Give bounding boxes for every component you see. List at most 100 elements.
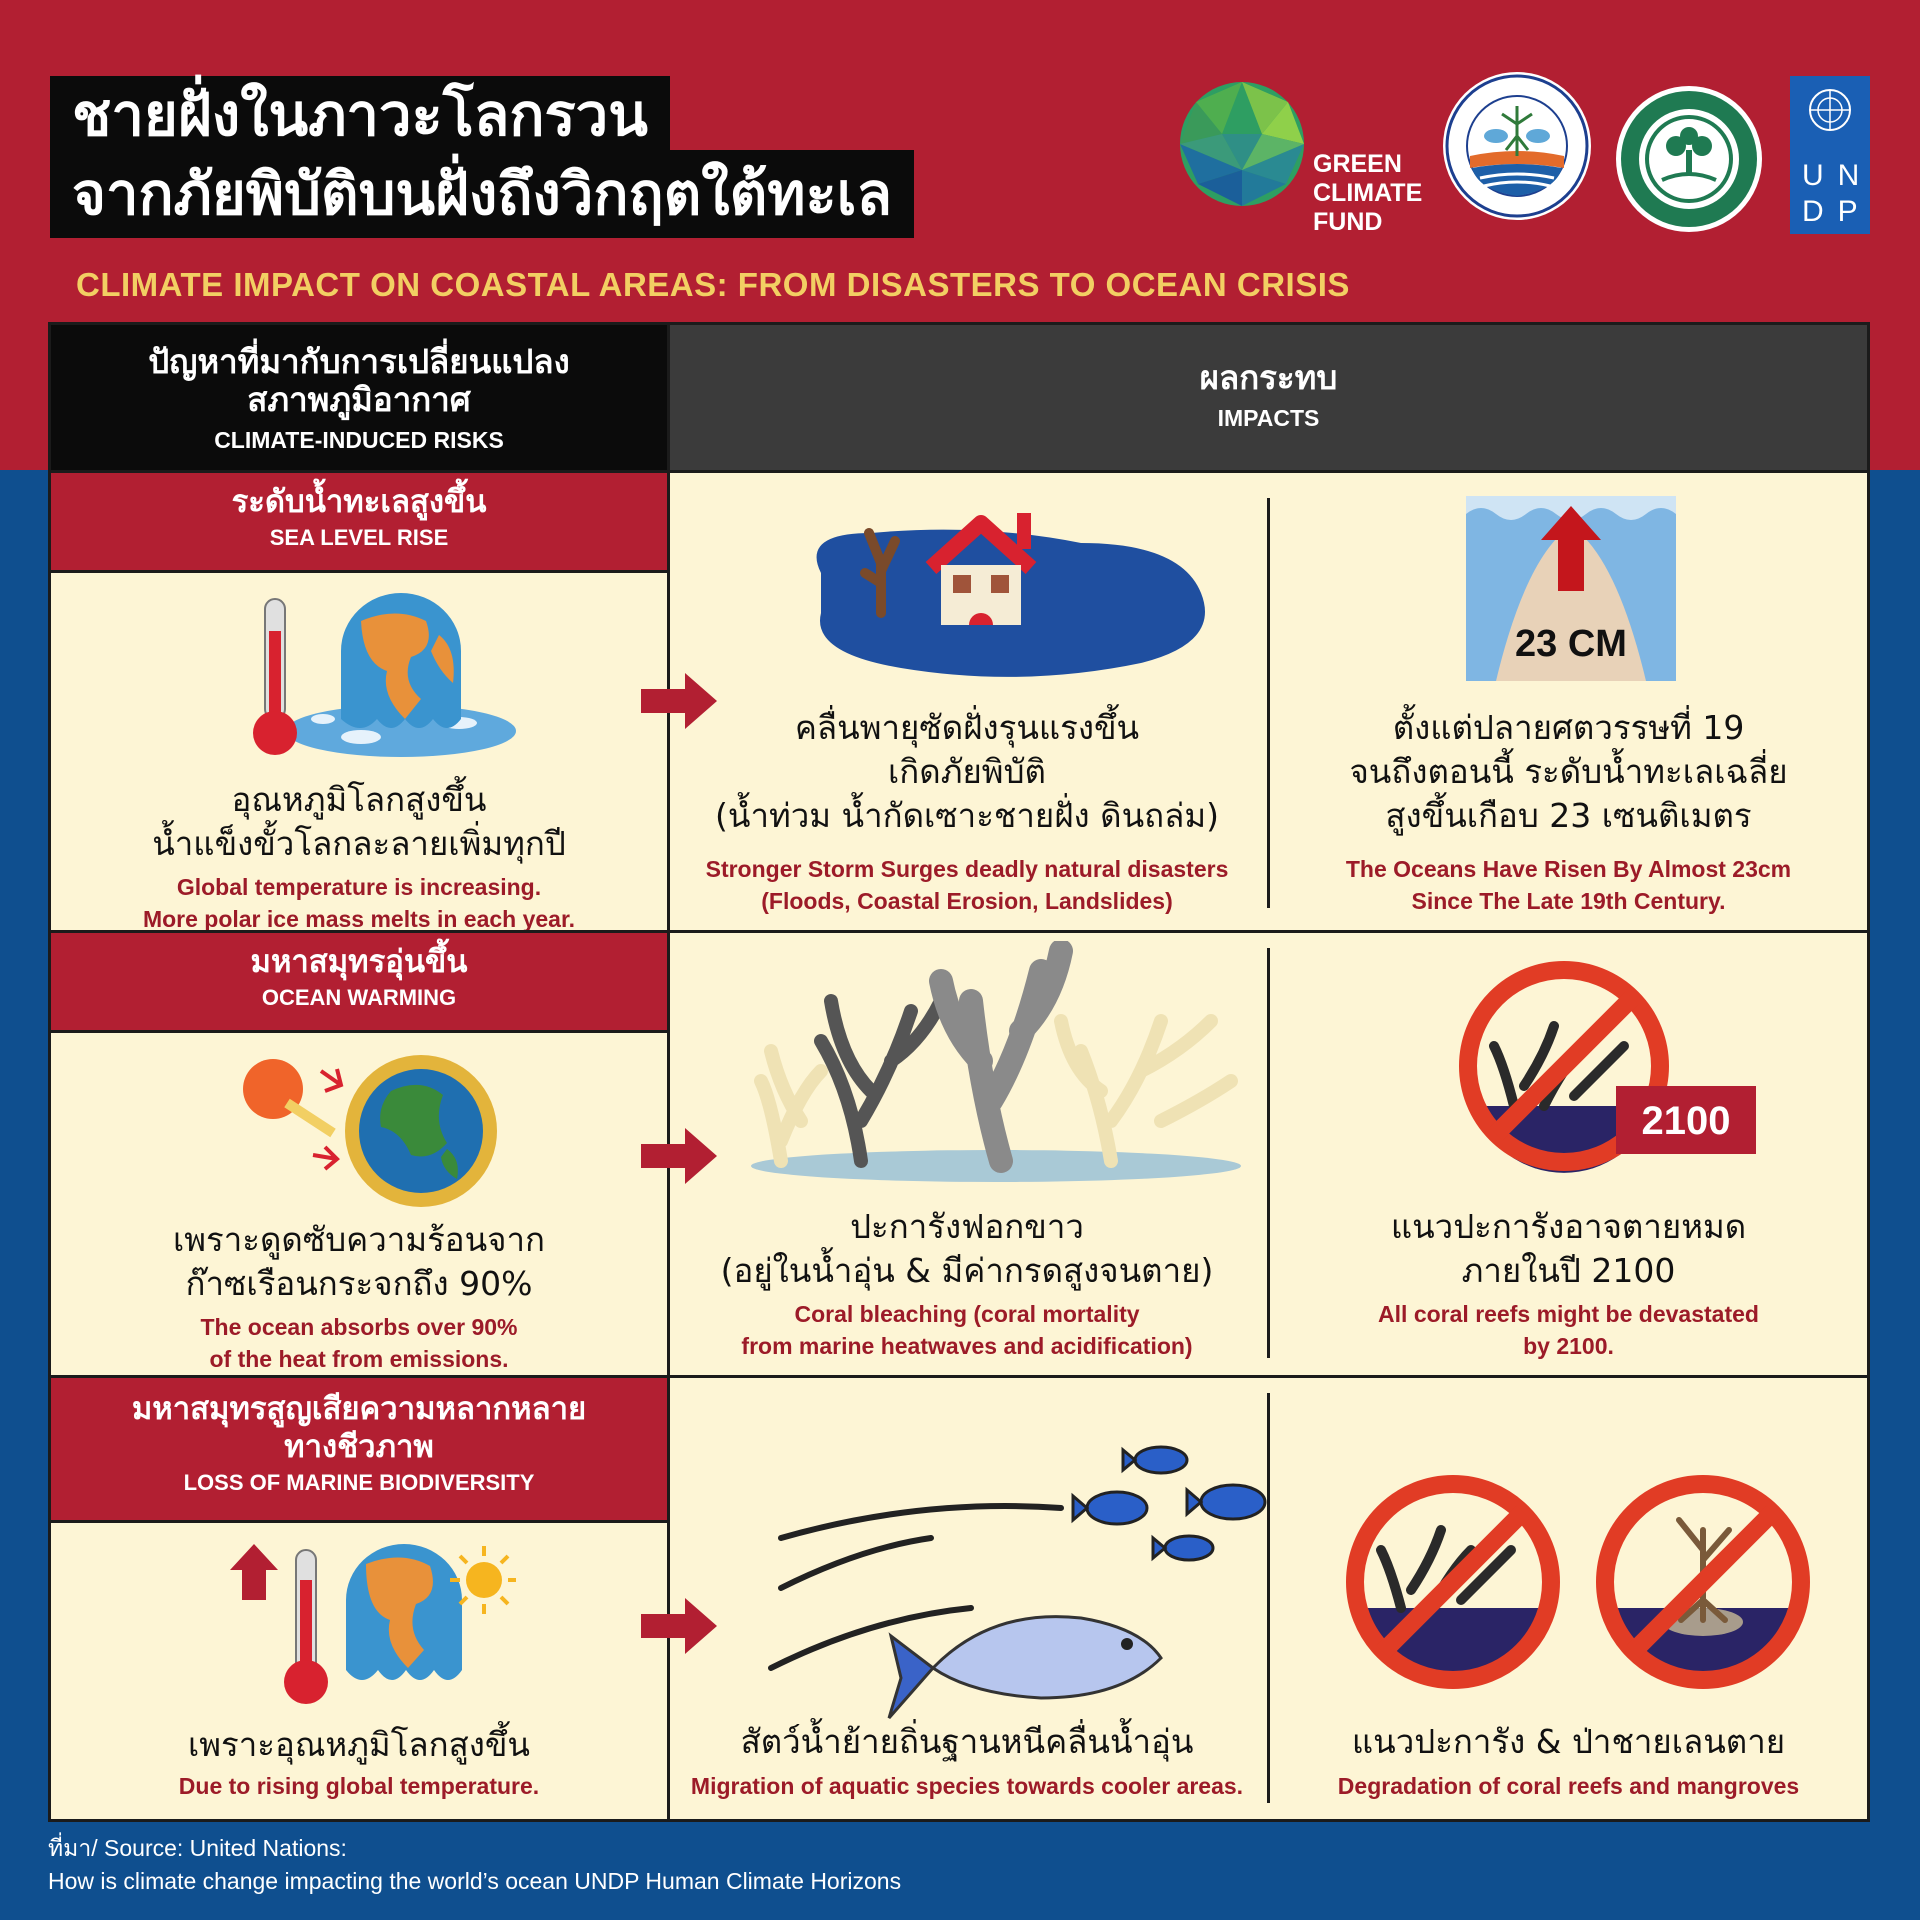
category-sea-level-rise: ระดับน้ำทะเลสูงขึ้น SEA LEVEL RISE <box>51 473 667 573</box>
header-impacts-th: ผลกระทบ <box>1199 358 1338 397</box>
undp-letters: UN DP <box>1790 158 1870 230</box>
melting-globe-thermometer-icon <box>253 593 516 757</box>
risk-text-en-line: More polar ice mass melts in each year. <box>142 906 576 932</box>
flooded-house-icon <box>816 513 1205 677</box>
header-impacts-en: IMPACTS <box>1217 405 1320 431</box>
risk-text-th-line: ก๊าซเรือนกระจกถึง 90% <box>185 1264 533 1303</box>
row-sea-level-rise: ระดับน้ำทะเลสูงขึ้น SEA LEVEL RISE อุณหภ… <box>51 470 1867 933</box>
coral-reef-loss-2100-icon: 2100 <box>1459 961 1756 1173</box>
impact1-text-th-line: (น้ำท่วม น้ำกัดเซาะชายฝั่ง ดินถล่ม) <box>715 796 1219 835</box>
impact1-text-th-line: ปะการังฟอกขาว <box>850 1207 1084 1246</box>
category-th: มหาสมุทรสูญเสียความหลากหลาย ทางชีวภาพ <box>51 1390 667 1466</box>
impact-table: ปัญหาที่มากับการเปลี่ยนแปลง สภาพภูมิอากา… <box>48 322 1870 1822</box>
gcf-text-line: GREEN <box>1313 150 1402 178</box>
climate-change-department-seal-logo <box>1616 86 1762 232</box>
sea-level-label: 23 CM <box>1515 623 1627 665</box>
risk-text-en: The ocean absorbs over 90% of the heat f… <box>51 1311 667 1375</box>
impact2-text-en-line: Degradation of coral reefs and mangroves <box>1337 1773 1800 1799</box>
impact1-text-en-line: Stronger Storm Surges deadly natural dis… <box>705 856 1229 882</box>
impact2-text-th-line: จนถึงตอนนี้ ระดับน้ำทะเลเฉลี่ย <box>1349 752 1788 791</box>
impact2-text-th: ตั้งแต่ปลายศตวรรษที่ 19 จนถึงตอนนี้ ระดั… <box>1270 706 1867 838</box>
gcf-globe-logo <box>1180 82 1304 206</box>
arrow-right-icon <box>641 1128 717 1184</box>
risk-text-th-line: เพราะอุณหภูมิโลกสูงขึ้น <box>187 1725 530 1764</box>
risk-text-en-line: of the heat from emissions. <box>209 1346 509 1372</box>
header-risks-th-line: ปัญหาที่มากับการเปลี่ยนแปลง <box>148 342 570 381</box>
risk-text-th-line: น้ำแข็งขั้วโลกละลายเพิ่มทุกปี <box>152 824 566 863</box>
impact2-text-en: The Oceans Have Risen By Almost 23cm Sin… <box>1270 853 1867 917</box>
risk-text-th: เพราะดูดซับความร้อนจาก ก๊าซเรือนกระจกถึง… <box>51 1218 667 1306</box>
row-ocean-warming: มหาสมุทรอุ่นขึ้น OCEAN WARMING เพราะดูดซ… <box>51 930 1867 1378</box>
gcf-text-line: CLIMATE <box>1313 179 1423 207</box>
impact1-text-th-line: สัตว์น้ำย้ายถิ่นฐานหนีคลื่นน้ำอุ่น <box>740 1722 1194 1761</box>
impact1-text-th: คลื่นพายุซัดฝั่งรุนแรงขึ้น เกิดภัยพิบัติ… <box>667 706 1267 838</box>
impact1-text-en: Stronger Storm Surges deadly natural dis… <box>667 853 1267 917</box>
impact1-text-th-line: เกิดภัยพิบัติ <box>888 752 1046 791</box>
category-en: SEA LEVEL RISE <box>269 525 449 550</box>
risk-text-en: Global temperature is increasing. More p… <box>51 871 667 935</box>
risk-text-th: เพราะอุณหภูมิโลกสูงขึ้น <box>51 1723 667 1767</box>
category-ocean-warming: มหาสมุทรอุ่นขึ้น OCEAN WARMING <box>51 933 667 1033</box>
reef-year-label: 2100 <box>1642 1099 1731 1143</box>
risk-text-en-line: Due to rising global temperature. <box>178 1773 540 1799</box>
header-impacts: ผลกระทบ IMPACTS <box>667 325 1867 470</box>
risk-text-en-line: Global temperature is increasing. <box>176 874 542 900</box>
header-risks: ปัญหาที่มากับการเปลี่ยนแปลง สภาพภูมิอากา… <box>51 325 667 470</box>
category-th-line: มหาสมุทรสูญเสียความหลากหลาย <box>131 1391 587 1427</box>
impact2-text-th-line: สูงขึ้นเกือบ 23 เซนติเมตร <box>1385 796 1752 835</box>
undp-letter: D <box>1802 195 1838 228</box>
category-th: ระดับน้ำทะเลสูงขึ้น <box>231 484 487 520</box>
column-divider <box>1267 948 1270 1358</box>
category-th-line: ทางชีวภาพ <box>284 1429 434 1465</box>
impact2-text-th-line: แนวปะการังอาจตายหมด <box>1390 1207 1747 1246</box>
source-line: ที่มา/ Source: United Nations: <box>48 1835 347 1861</box>
column-divider <box>1267 498 1270 908</box>
subtitle: CLIMATE IMPACT ON COASTAL AREAS: FROM DI… <box>76 266 1350 303</box>
impact2-text-th: แนวปะการังอาจตายหมด ภายในปี 2100 <box>1270 1205 1867 1293</box>
impact1-text-th-line: (อยู่ในน้ำอุ่น & มีค่ากรดสูงจนตาย) <box>720 1251 1214 1290</box>
risk-text-th-line: เพราะดูดซับความร้อนจาก <box>172 1220 546 1259</box>
impact2-text-th: แนวปะการัง & ป่าชายเลนตาย <box>1270 1720 1867 1764</box>
risk-text-en-line: The ocean absorbs over 90% <box>200 1314 518 1340</box>
impact2-text-en: All coral reefs might be devastated by 2… <box>1270 1298 1867 1362</box>
category-th: มหาสมุทรอุ่นขึ้น <box>250 944 468 980</box>
impact1-text-en: Coral bleaching (coral mortality from ma… <box>667 1298 1267 1362</box>
gcf-text-line: FUND <box>1313 208 1383 236</box>
header-risks-th-line: สภาพภูมิอากาศ <box>247 380 471 419</box>
impact2-text-en: Degradation of coral reefs and mangroves <box>1270 1770 1867 1802</box>
row-marine-biodiversity: มหาสมุทรสูญเสียความหลากหลาย ทางชีวภาพ LO… <box>51 1375 1867 1822</box>
coral-mangrove-loss-icon <box>1346 1475 1810 1689</box>
undp-letter: P <box>1837 195 1872 228</box>
gcf-logo-text: GREEN CLIMATE FUND <box>1313 150 1422 237</box>
impact1-text-en-line: Migration of aquatic species towards coo… <box>690 1773 1244 1799</box>
title-line-1: ชายฝั่งในภาวะโลกรวน <box>50 76 670 154</box>
risk-text-th: อุณหภูมิโลกสูงขึ้น น้ำแข็งขั้วโลกละลายเพ… <box>51 778 667 866</box>
bleached-coral-icon <box>751 941 1241 1182</box>
risk-text-th-line: อุณหภูมิโลกสูงขึ้น <box>231 780 487 819</box>
source-line: How is climate change impacting the worl… <box>48 1868 902 1894</box>
sun-heating-earth-icon <box>243 1055 497 1207</box>
impact1-text-en-line: (Floods, Coastal Erosion, Landslides) <box>761 888 1173 914</box>
column-divider <box>667 1378 670 1822</box>
impact1-text-en: Migration of aquatic species towards coo… <box>667 1770 1267 1802</box>
undp-letter: N <box>1837 159 1874 192</box>
impact2-text-en-line: by 2100. <box>1523 1333 1614 1359</box>
impact1-text-en-line: Coral bleaching (coral mortality <box>794 1301 1140 1327</box>
migrating-fish-icon <box>768 1445 1267 1719</box>
source-citation: ที่มา/ Source: United Nations: How is cl… <box>48 1832 901 1898</box>
undp-letter: U <box>1802 159 1838 192</box>
marine-coastal-seal-logo <box>1443 72 1591 220</box>
category-marine-biodiversity: มหาสมุทรสูญเสียความหลากหลาย ทางชีวภาพ LO… <box>51 1378 667 1523</box>
category-en: OCEAN WARMING <box>261 985 457 1010</box>
risk-text-en: Due to rising global temperature. <box>51 1770 667 1802</box>
title-line-2: จากภัยพิบัติบนฝั่งถึงวิกฤตใต้ทะเล <box>50 150 915 238</box>
impact2-text-th-line: แนวปะการัง & ป่าชายเลนตาย <box>1351 1722 1786 1761</box>
header-risks-en: CLIMATE-INDUCED RISKS <box>214 427 504 453</box>
sea-level-rise-23cm-icon: 23 CM <box>1466 496 1676 681</box>
impact2-text-th-line: ตั้งแต่ปลายศตวรรษที่ 19 <box>1392 708 1745 747</box>
category-en: LOSS OF MARINE BIODIVERSITY <box>183 1470 535 1495</box>
impact2-text-en-line: Since The Late 19th Century. <box>1411 888 1726 914</box>
impact1-text-th: ปะการังฟอกขาว (อยู่ในน้ำอุ่น & มีค่ากรดส… <box>667 1205 1267 1293</box>
undp-logo: UN DP <box>1790 76 1870 234</box>
header-risks-th: ปัญหาที่มากับการเปลี่ยนแปลง สภาพภูมิอากา… <box>51 325 667 419</box>
